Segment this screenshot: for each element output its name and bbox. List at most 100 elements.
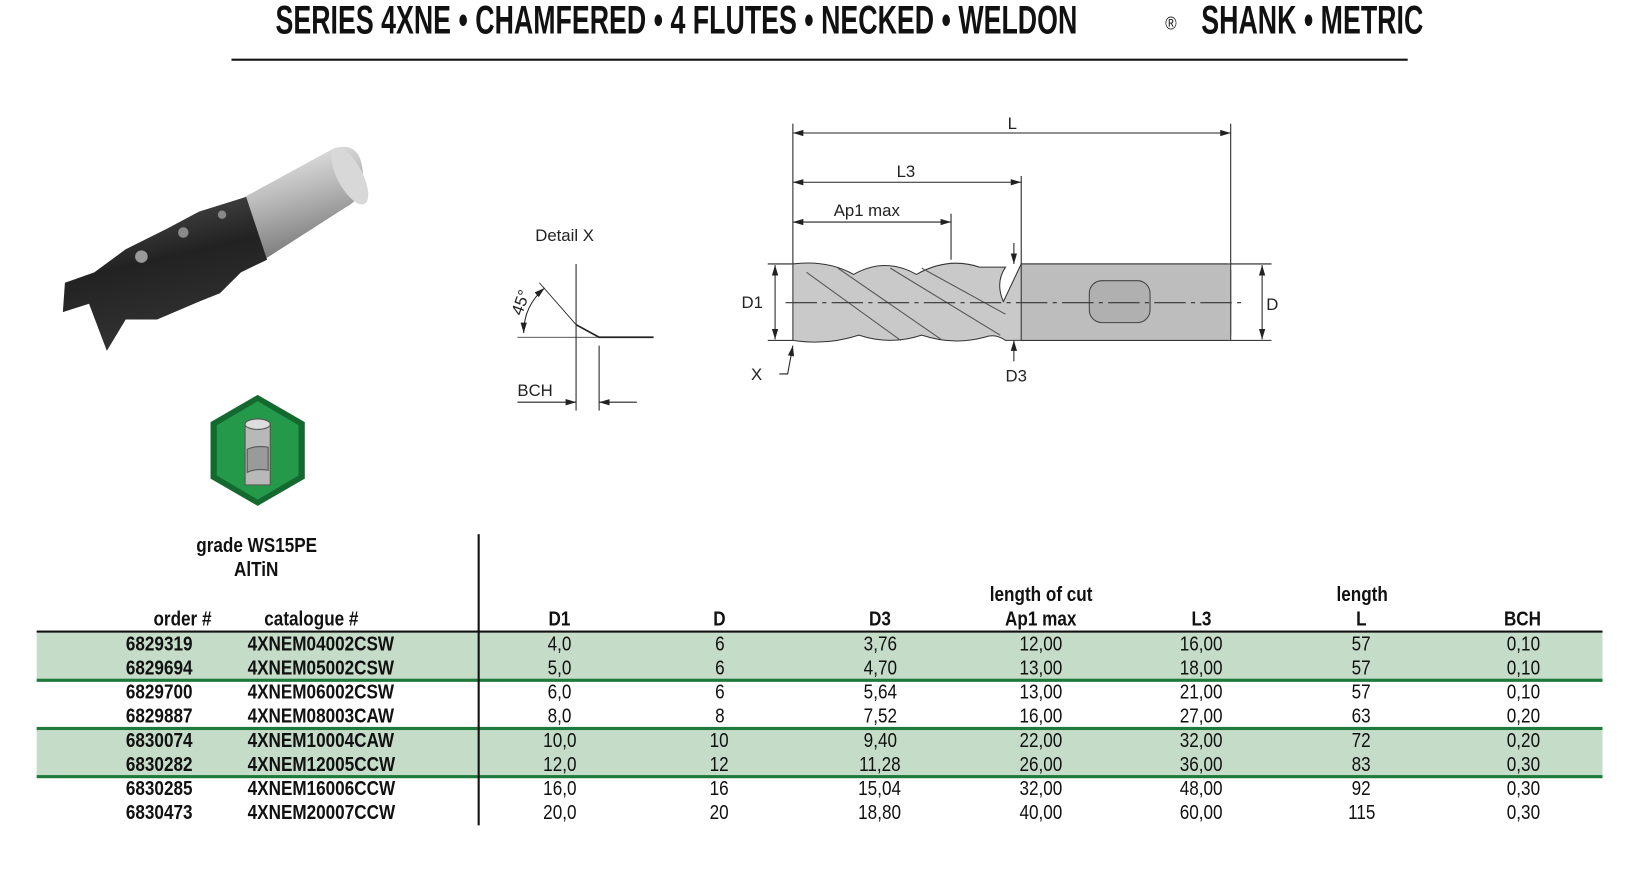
group-rule [36,678,1603,682]
group-header-row: length of cut length [0,583,1634,607]
grade-label: grade WS15PE [196,535,318,558]
cell-catalogue-number: 4XNEM04002CSW [247,633,395,656]
cell-d1: 4,0 [547,633,572,656]
cell-bch: 0,10 [1506,681,1540,704]
cell-ap1-max: 40,00 [1019,802,1063,825]
header-ap1: Ap1 max [1005,608,1077,631]
header-rule [36,630,1603,633]
group-header-ap1: length of cut [989,584,1093,607]
cell-l3: 16,00 [1179,633,1223,656]
row-band [36,631,1603,680]
cell-d: 16 [710,778,730,801]
cell-l: 57 [1352,633,1372,656]
group-rule [36,726,1603,731]
cell-order-number: 6830074 [125,730,193,753]
cell-order-number: 6830285 [125,778,193,801]
header-bch: BCH [1504,608,1542,631]
cell-d1: 8,0 [547,705,572,728]
d-dim-label: D [1266,295,1278,314]
l-dim-label: L [1008,114,1017,133]
cell-l: 72 [1352,730,1372,753]
cell-d1: 6,0 [547,681,572,704]
cell-l3: 18,00 [1179,657,1223,680]
cell-order-number: 6830473 [125,802,193,825]
cell-ap1-max: 22,00 [1019,730,1063,753]
angle-label: 45° [508,287,535,317]
cell-d3: 3,76 [863,633,897,656]
cell-d: 6 [714,633,725,656]
x-dim-label: X [751,365,762,384]
table-row: 6830074 4XNEM10004CAW 10,0 10 9,40 22,00 32,00… [0,729,1634,753]
cell-ap1-max: 32,00 [1019,778,1063,801]
cell-ap1-max: 26,00 [1019,754,1063,777]
cell-d3: 4,70 [863,657,897,680]
cell-l3: 27,00 [1179,705,1223,728]
group-rule [36,775,1603,779]
cell-l3: 21,00 [1179,681,1223,704]
page-title: SERIES 4XNE • CHAMFERED • 4 FLUTES • NEC… [275,0,1423,43]
coating-label: AlTiN [234,559,279,582]
row-band [36,727,1603,777]
cell-d1: 16,0 [542,778,576,801]
d1-dim-label: D1 [742,293,763,312]
header-d1: D1 [548,608,571,631]
cell-l: 57 [1352,681,1372,704]
detail-x-label: Detail X [535,226,594,245]
cell-d1: 10,0 [542,730,576,753]
group-header-length: length [1335,584,1388,607]
cell-catalogue-number: 4XNEM06002CSW [247,681,395,704]
cell-catalogue-number: 4XNEM20007CCW [247,802,396,825]
cell-order-number: 6829887 [125,705,193,728]
cell-catalogue-number: 4XNEM10004CAW [247,730,395,753]
cell-bch: 0,10 [1506,633,1540,656]
cell-l3: 32,00 [1179,730,1223,753]
cell-d: 6 [714,657,725,680]
l3-dim-label: L3 [897,162,916,181]
cell-bch: 0,10 [1506,657,1540,680]
cell-d3: 7,52 [863,705,897,728]
cell-l: 83 [1352,754,1372,777]
cell-catalogue-number: 4XNEM08003CAW [247,705,395,728]
cell-ap1-max: 12,00 [1019,633,1063,656]
cell-bch: 0,30 [1506,778,1540,801]
column-divider [477,534,480,826]
cell-catalogue-number: 4XNEM12005CCW [247,754,396,777]
ap1-dim-label: Ap1 max [834,201,901,220]
cell-d1: 20,0 [542,802,576,825]
cell-d3: 9,40 [863,730,897,753]
cell-d3: 15,04 [858,778,902,801]
cell-d3: 18,80 [858,802,902,825]
cell-bch: 0,30 [1506,802,1540,825]
cell-l3: 60,00 [1179,802,1223,825]
table-row: 6830473 4XNEM20007CCW 20,0 20 18,80 40,00 60,0… [0,801,1634,825]
technical-drawing: Detail X 45° BCH L L3 Ap1 max D1 D D3 X [508,114,1278,411]
cell-ap1-max: 13,00 [1019,681,1063,704]
header-d: D [713,608,726,631]
header-order: order # [153,608,212,631]
weldon-shank-badge-icon [210,394,305,506]
cell-bch: 0,20 [1506,705,1540,728]
title-underline [231,58,1408,61]
cell-d: 12 [710,754,730,777]
cell-d: 10 [710,730,730,753]
cell-d: 20 [710,802,730,825]
header-d3: D3 [868,608,891,631]
header-catalogue: catalogue # [263,608,359,631]
cell-ap1-max: 13,00 [1019,657,1063,680]
cell-bch: 0,20 [1506,730,1540,753]
cell-l: 92 [1352,778,1372,801]
cell-l3: 48,00 [1179,778,1223,801]
header-row: order # catalogue # D1 D D3 Ap1 max L3 L… [0,607,1634,631]
cell-d: 8 [714,705,725,728]
cell-d: 6 [714,681,725,704]
cell-d3: 11,28 [859,754,901,777]
cell-catalogue-number: 4XNEM05002CSW [247,657,395,680]
cell-order-number: 6829700 [125,681,193,704]
